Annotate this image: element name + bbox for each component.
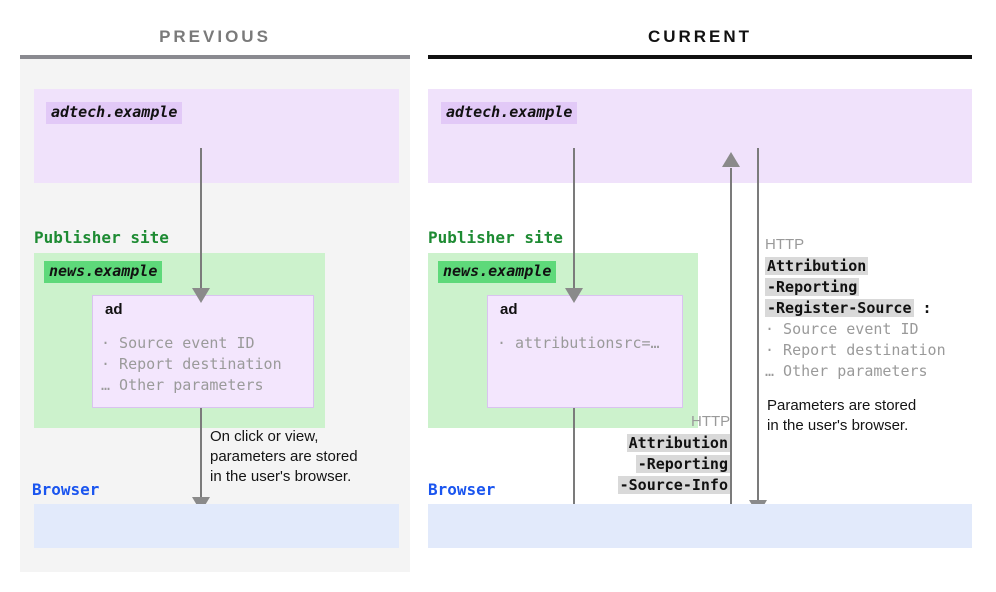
ad-title-current: ad xyxy=(500,301,518,318)
browser-region-previous xyxy=(34,504,399,548)
note-previous: On click or view, parameters are stored … xyxy=(210,428,358,485)
request-header-line-2: -Reporting xyxy=(635,455,730,473)
flow-arrowhead-previous-upper xyxy=(192,288,210,303)
flow-line-current-response xyxy=(757,148,759,503)
request-header-block: Attribution -Reporting -Source-Info xyxy=(540,433,730,496)
adtech-origin-label: adtech.example xyxy=(46,102,183,124)
response-header-block: Attribution -Reporting -Register-Source … xyxy=(765,256,965,382)
flow-line-current-curve-to-adtech xyxy=(730,168,732,408)
publisher-site-label-current: Publisher site xyxy=(428,228,563,247)
publisher-origin-chip-previous: news.example xyxy=(44,261,163,283)
request-header-line-1: Attribution xyxy=(626,434,730,452)
browser-label-current: Browser xyxy=(428,480,496,499)
panel-title-previous: PREVIOUS xyxy=(159,27,271,46)
ad-creative-current[interactable] xyxy=(487,295,683,408)
publisher-site-label-previous: Publisher site xyxy=(34,228,169,247)
request-header-line-3: -Source-Info xyxy=(617,476,730,494)
browser-region-current xyxy=(428,504,972,548)
browser-label-previous: Browser xyxy=(32,480,100,499)
ad-parameter-list-previous: · Source event ID · Report destination …… xyxy=(101,334,282,394)
flow-arrowhead-current-up xyxy=(722,152,740,167)
flow-line-previous-lower xyxy=(200,408,202,500)
flow-line-current-down xyxy=(573,148,575,292)
response-header-colon: : xyxy=(913,299,932,317)
panel-title-current: CURRENT xyxy=(647,27,753,46)
publisher-origin-chip-current: news.example xyxy=(438,261,557,283)
response-header-line-3: -Register-Source : xyxy=(765,299,932,317)
adtech-origin-chip-current: adtech.example xyxy=(441,102,578,124)
response-header-line-2: -Reporting xyxy=(765,278,860,296)
flow-arrowhead-current-down xyxy=(565,288,583,303)
flow-line-previous-upper xyxy=(200,148,202,292)
ad-title-previous: ad xyxy=(105,301,123,318)
response-header-params: · Source event ID · Report destination …… xyxy=(765,320,946,380)
ad-parameter-list-current: · attributionsrc=… xyxy=(497,334,660,352)
request-protocol-label: HTTP xyxy=(691,413,731,430)
response-protocol-label: HTTP xyxy=(765,236,805,253)
publisher-origin-label: news.example xyxy=(44,261,163,283)
note-current: Parameters are stored in the user's brow… xyxy=(767,397,917,434)
response-header-line-1: Attribution xyxy=(765,257,869,275)
publisher-origin-label: news.example xyxy=(438,261,557,283)
adtech-origin-chip-previous: adtech.example xyxy=(46,102,183,124)
adtech-origin-label: adtech.example xyxy=(441,102,578,124)
